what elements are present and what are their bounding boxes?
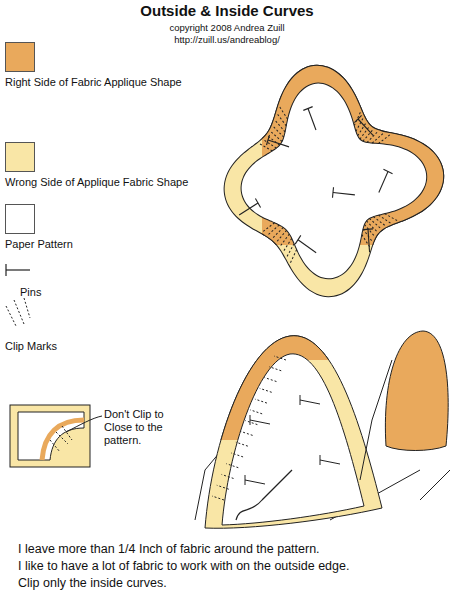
legend-label: Wrong Side of Applique Fabric Shape [5, 176, 188, 188]
finished-applique-shape [360, 331, 450, 500]
callout-note: Don't Clip to Close to the pattern. [104, 408, 168, 448]
fabric-edge [224, 65, 444, 296]
clip-mark-symbol [6, 298, 30, 326]
outside-inside-curve-shape [224, 65, 444, 296]
instruction-line: Clip only the inside curves. [18, 576, 448, 591]
instruction-line: I leave more than 1/4 Inch of fabric aro… [18, 542, 448, 557]
legend-label: Paper Pattern [5, 238, 73, 250]
credit-line: http://zuill.us/andreablog/ [0, 34, 454, 45]
legend-label: Clip Marks [5, 340, 57, 352]
instruction-line: I like to have a lot of fabric to work w… [18, 559, 448, 574]
legend-swatch [5, 42, 35, 72]
paper-pattern [237, 83, 427, 279]
pin-symbol [6, 264, 30, 276]
legend-swatch [5, 142, 35, 172]
inset-clip-example [10, 405, 102, 467]
needle-thread [236, 470, 292, 520]
title: Outside & Inside Curves [0, 2, 454, 19]
legend-label: Pins [20, 286, 41, 298]
right-side-rim [262, 65, 444, 245]
legend-swatch [5, 204, 35, 234]
legend-label: Right Side of Fabric Applique Shape [5, 76, 182, 88]
credit-line: copyright 2008 Andrea Zuill [0, 22, 454, 33]
